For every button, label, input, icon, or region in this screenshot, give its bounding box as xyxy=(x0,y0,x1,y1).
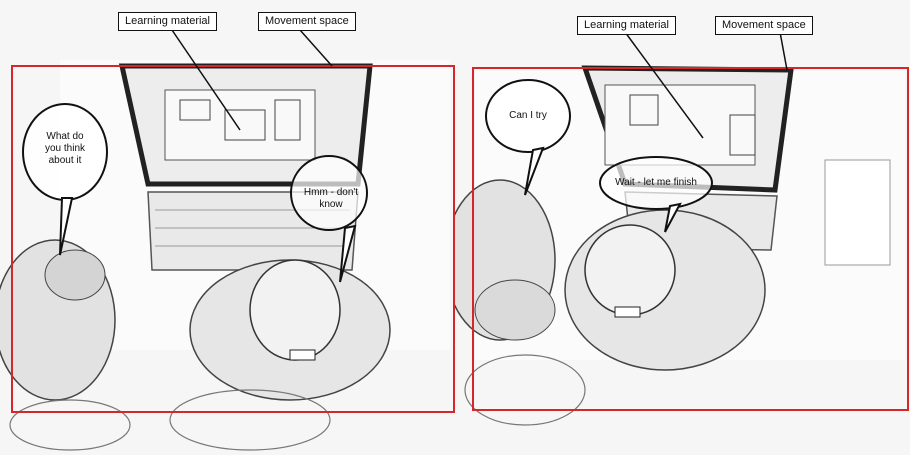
panel-left-illustration xyxy=(0,0,455,455)
label-learning-material: Learning material xyxy=(118,12,217,31)
bubble-text-left: What do you think about it xyxy=(28,131,102,167)
bubble-text-right: Hmm - don't know xyxy=(291,187,371,211)
paper-sheet xyxy=(825,160,890,265)
label-movement-space: Movement space xyxy=(258,12,356,31)
child-left xyxy=(455,180,555,340)
label-movement-space: Movement space xyxy=(715,16,813,35)
bubble-text-left-line-1: What do xyxy=(28,131,102,143)
bubble-text-left: Can I try xyxy=(496,110,560,122)
panel-left: Learning material Movement space What do… xyxy=(0,0,455,455)
child-left xyxy=(0,240,115,400)
panel-right-illustration xyxy=(455,0,910,455)
bubble-text-left-line-3: about it xyxy=(28,155,102,167)
child-right xyxy=(565,210,765,370)
bubble-text-left-line-2: you think xyxy=(28,143,102,155)
label-learning-material: Learning material xyxy=(577,16,676,35)
bubble-text-right: Wait - let me finish xyxy=(605,177,707,189)
panel-right: Learning material Movement space Can I t… xyxy=(455,0,910,455)
child-right xyxy=(190,260,390,400)
